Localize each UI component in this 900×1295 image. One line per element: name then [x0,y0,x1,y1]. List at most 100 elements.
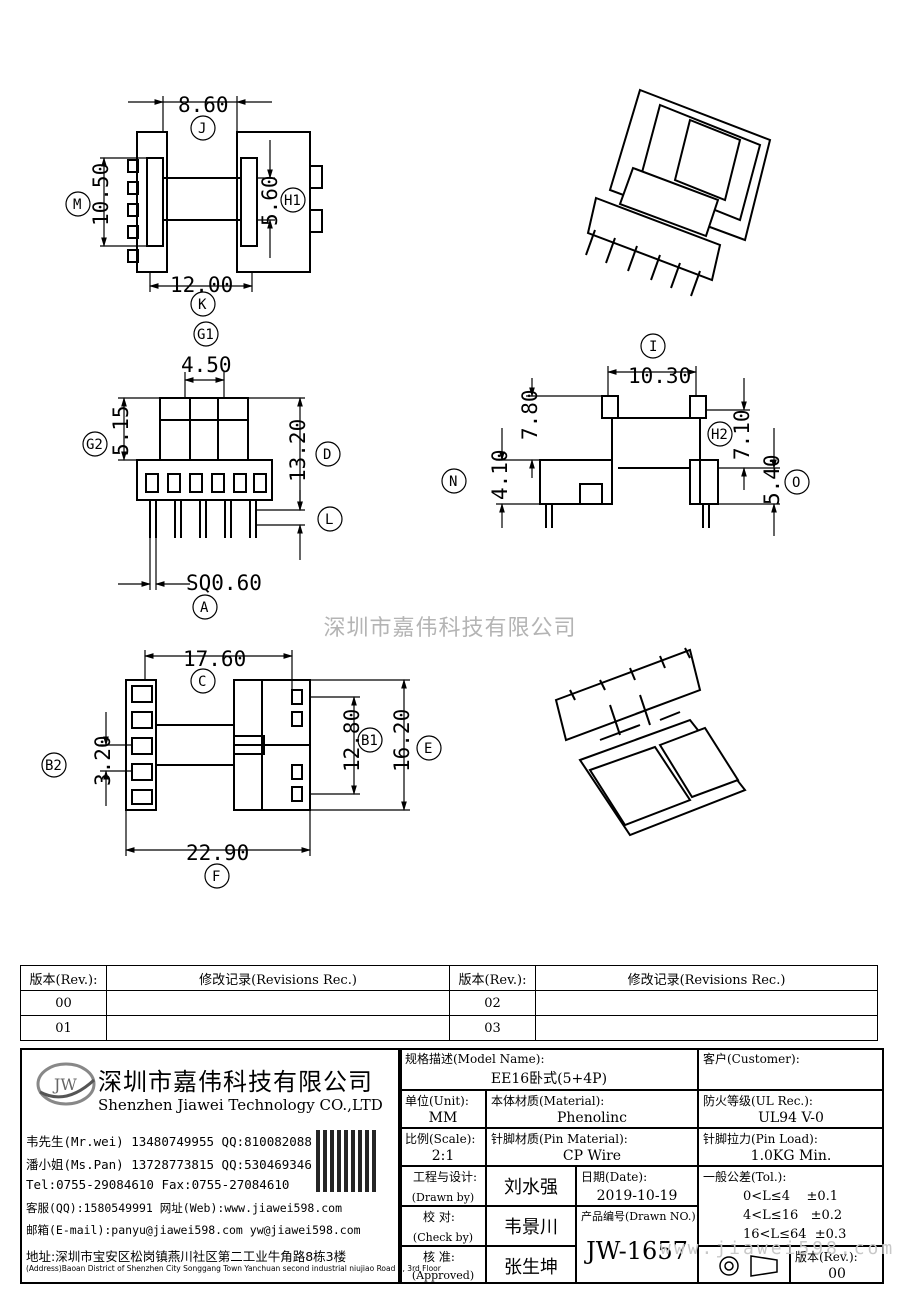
approved-by-name: 张生坤 [504,1257,558,1278]
view-isometric-top [585,88,772,297]
dim-I: 10.30 [628,364,691,388]
check-by-name: 韦景川 [504,1217,558,1238]
contact-line: 客服(QQ):1580549991 网址(Web):www.jiawei598.… [26,1201,343,1215]
ul-caption: 防火等级(UL Rec.): [703,1094,813,1108]
rev-cell: 03 [449,1015,536,1041]
material-value: Phenolinc [557,1110,627,1126]
rev-caption: 版本(Rev.): [795,1250,858,1264]
label-B2: B2 [45,758,62,774]
rev-header: 版本(Rev.): [449,965,536,991]
watermark: 深圳市嘉伟科技有限公司 [323,616,577,641]
tolerance-row: 16<L≤64 ±0.3 [743,1227,847,1242]
dim-N-top: 7.80 [518,389,542,440]
label-B1: B1 [361,733,378,749]
ul-value: UL94 V-0 [758,1110,824,1126]
model-value: EE16卧式(5+4P) [490,1071,608,1087]
pin-material-caption: 针脚材质(Pin Material): [491,1132,628,1146]
tolerance-caption: 一般公差(Tol.): [703,1170,787,1184]
label-O: O [792,475,800,491]
label-J: J [198,121,206,137]
label-D: D [323,447,331,463]
view-front [118,372,305,590]
view-side-top [100,96,323,292]
approve-caption: 核 准: [423,1250,455,1264]
dim-F: 22.90 [186,841,249,865]
dim-O: 5.40 [760,454,784,505]
scale-value: 2:1 [431,1148,455,1164]
drawing-number-caption: 产品编号(Drawn NO.): [581,1210,700,1223]
company-name-cn: 深圳市嘉伟科技有限公司 [98,1068,373,1096]
rev-value: 00 [828,1266,846,1282]
dim-H2: 7.10 [730,409,754,460]
dim-N: 4.10 [488,449,512,500]
pin-load-value: 1.0KG Min. [750,1148,832,1164]
label-K: K [198,297,207,313]
view-bottom [100,650,410,856]
view-side-right [496,366,780,536]
check-caption: 校 对: [423,1210,455,1224]
date-value: 2019-10-19 [596,1188,678,1204]
tolerance-row: 4<L≤16 ±0.2 [743,1208,843,1223]
rec-header: 修改记录(Revisions Rec.) [535,965,878,991]
pin-load-caption: 针脚拉力(Pin Load): [703,1132,818,1146]
rev-cell: 02 [449,990,536,1016]
rec-header: 修改记录(Revisions Rec.) [106,965,450,991]
contact-line: 邮箱(E-mail):panyu@jiawei598.com yw@jiawei… [26,1223,361,1237]
dimension-values: 8.60 10.50 5.60 12.00 4.50 5.15 13.20 SQ… [89,93,784,865]
label-M: M [73,197,81,213]
dim-J: 8.60 [178,93,229,117]
rev-cell: 00 [20,990,107,1016]
label-N: N [449,474,457,490]
label-I: I [649,339,657,355]
label-G1: G1 [197,327,214,343]
label-A: A [200,600,209,616]
dim-B2: 3.20 [91,735,115,786]
unit-caption: 单位(Unit): [405,1094,469,1108]
drawing-number: JW-1657 [586,1237,688,1265]
rev-cell: 01 [20,1015,107,1041]
rev-header: 版本(Rev.): [20,965,107,991]
contact-line: 潘小姐(Ms.Pan) 13728773815 QQ:530469346 [26,1157,312,1172]
material-caption: 本体材质(Material): [491,1094,605,1108]
dim-K: 12.00 [170,273,233,297]
scale-caption: 比例(Scale): [405,1132,476,1146]
label-G2: G2 [86,437,103,453]
dim-H1: 5.60 [258,175,282,226]
dimension-labels: J M H1 K G1 G2 D L A I N H2 O C B2 B1 E … [41,115,810,889]
company-name-en: Shenzhen Jiawei Technology CO.,LTD [98,1096,383,1114]
dim-A: SQ0.60 [186,571,262,595]
label-H2: H2 [711,427,728,443]
label-C: C [198,674,206,690]
revision-table: 版本(Rev.): 修改记录(Revisions Rec.) 版本(Rev.):… [20,965,878,1041]
unit-value: MM [428,1110,458,1126]
label-H1: H1 [284,193,301,209]
approve-caption-en: (Approved) [411,1269,475,1282]
address-en: (Address)Baoan District of Shenzhen City… [26,1264,441,1273]
label-F: F [212,869,220,885]
dim-E: 16.20 [390,709,414,772]
label-E: E [424,741,432,757]
dim-C: 17.60 [183,647,246,671]
date-caption: 日期(Date): [581,1170,648,1184]
label-L: L [325,512,333,528]
dim-G1: 4.50 [181,353,232,377]
qr-code [316,1130,378,1192]
customer-caption: 客户(Customer): [703,1052,800,1066]
logo-text: JW [52,1075,77,1094]
drawn-by-name: 刘水强 [504,1177,558,1198]
projection-symbol [719,1255,778,1277]
address-cn: 地址:深圳市宝安区松岗镇燕川社区第二工业牛角路8栋3楼 [26,1249,347,1264]
contact-line: Tel:0755-29084610 Fax:0755-27084610 [26,1177,290,1192]
watermark-url: www.jiawei598.com [660,1238,896,1259]
model-caption: 规格描述(Model Name): [405,1052,545,1066]
technical-drawing: 8.60 10.50 5.60 12.00 4.50 5.15 13.20 SQ… [41,88,810,889]
company-block [20,1048,400,1284]
dim-G2: 5.15 [109,405,133,456]
drawn-caption-en: (Drawn by) [411,1191,475,1204]
logo: JW [36,1062,96,1106]
dim-B1: 12.80 [340,709,364,772]
check-caption-en: (Check by) [412,1231,474,1244]
dim-D: 13.20 [286,419,310,482]
view-isometric-bottom [554,647,747,837]
dim-M: 10.50 [89,163,113,226]
